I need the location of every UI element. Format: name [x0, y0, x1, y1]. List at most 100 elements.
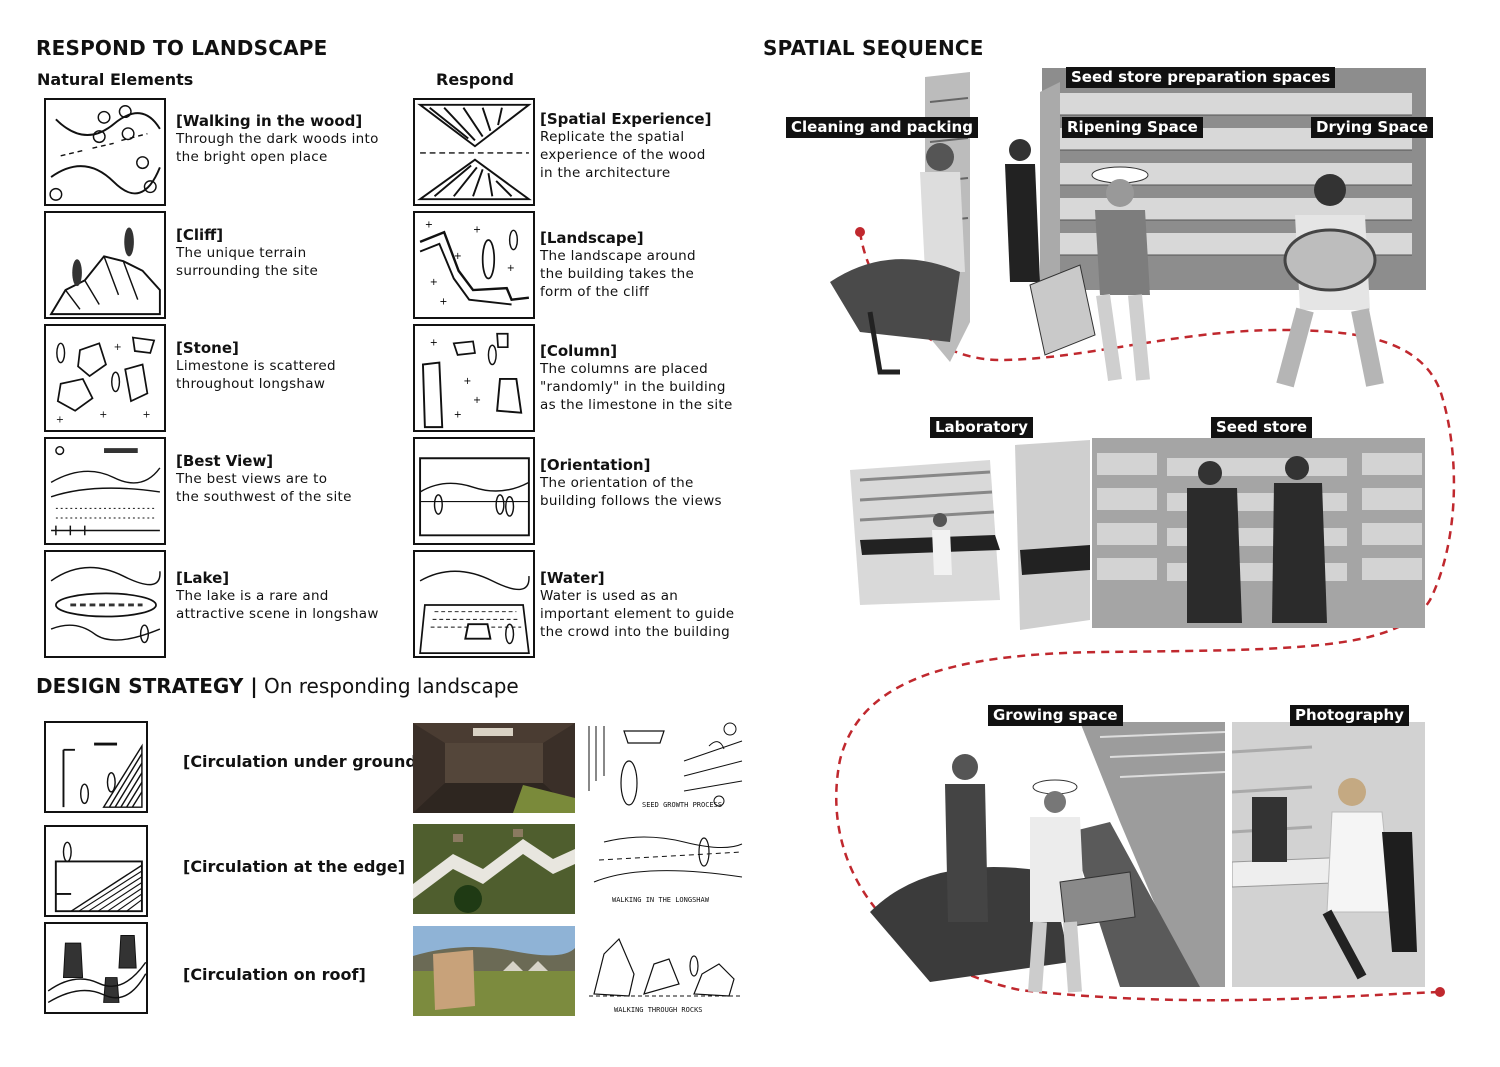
respond-item-line: The columns are placed: [540, 361, 709, 377]
respond-item-5: [Water] Water is used as an important el…: [540, 569, 740, 641]
sketch-stone: + + + +: [44, 324, 166, 432]
respond-item-line: Replicate the spatial: [540, 129, 685, 145]
strategy-title-bold: DESIGN STRATEGY |: [36, 674, 258, 698]
svg-text:+: +: [507, 263, 515, 274]
respond-item-title: [Water]: [540, 569, 605, 587]
tag-photography: Photography: [1290, 705, 1409, 726]
respond-item-title: [Orientation]: [540, 456, 651, 474]
respond-item-2: [Landscape] The landscape around the bui…: [540, 229, 740, 301]
respond-item-line: The orientation of the: [540, 475, 694, 491]
svg-text:+: +: [114, 342, 122, 353]
svg-text:+: +: [463, 376, 471, 387]
natural-item-line: the southwest of the site: [176, 489, 352, 505]
tag-laboratory: Laboratory: [930, 417, 1033, 438]
svg-text:+: +: [143, 409, 151, 420]
respond-item-line: form of the cliff: [540, 284, 650, 300]
respond-item-4: [Orientation] The orientation of the bui…: [540, 456, 740, 510]
strategy-label-underground: [Circulation under ground]: [183, 752, 425, 771]
sketch-note-seed-growth: SEED GROWTH PROCESS: [642, 801, 722, 809]
svg-text:+: +: [439, 296, 447, 307]
natural-item-line: surrounding the site: [176, 263, 319, 279]
photo-ripening: [1025, 165, 1165, 385]
natural-item-5: [Lake] The lake is a rare and attractive…: [176, 569, 396, 623]
natural-item-title: [Lake]: [176, 569, 230, 587]
natural-item-line: The lake is a rare and: [176, 588, 329, 604]
respond-item-line: The landscape around: [540, 248, 696, 264]
strategy-label-roof: [Circulation on roof]: [183, 965, 366, 984]
photo-laboratory: [850, 440, 1090, 635]
strategy-title: DESIGN STRATEGY | On responding landscap…: [36, 674, 519, 698]
natural-item-title: [Walking in the wood]: [176, 112, 363, 130]
svg-text:+: +: [473, 395, 481, 406]
respond-item-line: important element to guide: [540, 606, 735, 622]
render-roof: [413, 926, 575, 1016]
svg-text:+: +: [473, 224, 481, 235]
tag-cleaning: Cleaning and packing: [786, 117, 978, 138]
photo-seed-store: [1092, 438, 1425, 628]
respond-item-1: [Spatial Experience] Replicate the spati…: [540, 110, 740, 182]
natural-item-line: Limestone is scattered: [176, 358, 336, 374]
sketch-spatial-experience: [413, 98, 535, 206]
svg-text:+: +: [99, 409, 107, 420]
strategy-label-edge: [Circulation at the edge]: [183, 857, 406, 876]
sketch-orientation: [413, 437, 535, 545]
photo-growing-space: [870, 722, 1225, 1007]
sketch-water: [413, 550, 535, 658]
section-title-respond: RESPOND TO LANDSCAPE: [36, 36, 328, 60]
tag-ripening: Ripening Space: [1062, 117, 1203, 138]
strategy-icon-edge: [44, 825, 148, 917]
render-underground: [413, 723, 575, 813]
respond-item-line: the building takes the: [540, 266, 695, 282]
tag-seed-prep: Seed store preparation spaces: [1066, 67, 1336, 88]
sketch-lake: [44, 550, 166, 658]
respond-item-3: [Column] The columns are placed "randoml…: [540, 342, 740, 414]
svg-text:+: +: [430, 277, 438, 288]
path-end-dot: [1435, 987, 1445, 997]
svg-text:+: +: [430, 337, 438, 348]
sketch-walking-longshaw: WALKING IN THE LONGSHAW: [584, 822, 746, 914]
natural-item-4: [Best View] The best views are to the so…: [176, 452, 396, 506]
respond-item-title: [Landscape]: [540, 229, 644, 247]
respond-item-line: the crowd into the building: [540, 624, 731, 640]
natural-item-line: Through the dark woods into: [176, 131, 379, 147]
natural-item-line: the bright open place: [176, 149, 328, 165]
sketch-walking-rocks: WALKING THROUGH ROCKS: [584, 924, 746, 1016]
section-title-spatial: SPATIAL SEQUENCE: [763, 36, 984, 60]
natural-item-line: The unique terrain: [176, 245, 307, 261]
sketch-best-view: [44, 437, 166, 545]
svg-text:+: +: [56, 414, 64, 425]
respond-item-line: as the limestone in the site: [540, 397, 733, 413]
render-edge: [413, 824, 575, 914]
respond-item-line: "randomly" in the building: [540, 379, 726, 395]
respond-item-line: experience of the wood: [540, 147, 706, 163]
strategy-icon-underground: [44, 721, 148, 813]
col-header-respond: Respond: [436, 70, 514, 89]
col-header-natural: Natural Elements: [37, 70, 194, 89]
sketch-walking-wood: [44, 98, 166, 206]
svg-text:+: +: [425, 219, 433, 230]
sketch-seed-growth: SEED GROWTH PROCESS: [584, 721, 746, 813]
respond-item-line: building follows the views: [540, 493, 722, 509]
photo-drying: [1265, 160, 1405, 388]
natural-item-1: [Walking in the wood] Through the dark w…: [176, 112, 396, 166]
photo-photography: [1232, 722, 1425, 987]
tag-seed-store: Seed store: [1211, 417, 1313, 438]
respond-item-title: [Column]: [540, 342, 618, 360]
natural-item-3: [Stone] Limestone is scattered throughou…: [176, 339, 396, 393]
tag-drying: Drying Space: [1311, 117, 1434, 138]
natural-item-line: throughout longshaw: [176, 376, 326, 392]
natural-item-title: [Stone]: [176, 339, 239, 357]
sketch-cliff: [44, 211, 166, 319]
natural-item-line: The best views are to: [176, 471, 328, 487]
sketch-column: ++ ++: [413, 324, 535, 432]
respond-item-line: Water is used as an: [540, 588, 679, 604]
sketch-note-walking-rocks: WALKING THROUGH ROCKS: [614, 1006, 703, 1014]
strategy-icon-roof: [44, 922, 148, 1014]
svg-text:+: +: [454, 251, 462, 262]
strategy-title-rest: On responding landscape: [257, 674, 519, 698]
sketch-landscape: ++ ++ ++: [413, 211, 535, 319]
respond-item-line: in the architecture: [540, 165, 671, 181]
svg-text:+: +: [454, 409, 462, 420]
natural-item-line: attractive scene in longshaw: [176, 606, 379, 622]
sketch-note-walking-longshaw: WALKING IN THE LONGSHAW: [612, 896, 710, 904]
